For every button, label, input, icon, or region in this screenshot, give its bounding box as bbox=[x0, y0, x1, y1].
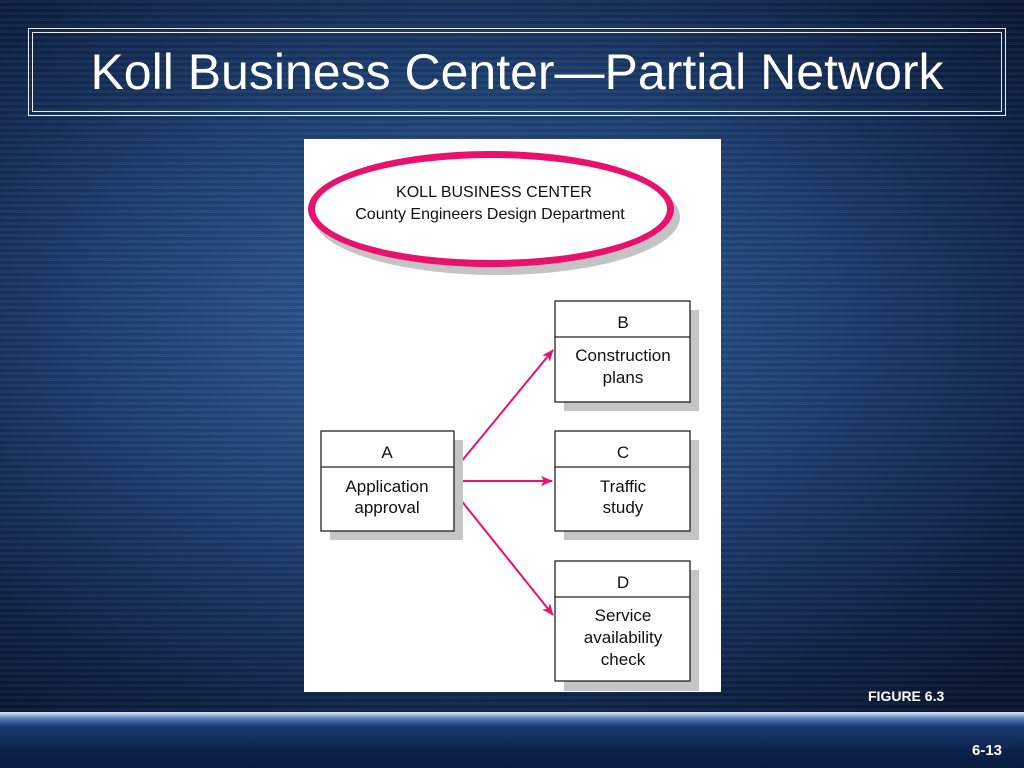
node-b: B Construction plans bbox=[554, 300, 699, 411]
edge-a-to-b bbox=[455, 349, 554, 469]
node-b-label-line1: Construction bbox=[575, 346, 670, 365]
header-title-line1: KOLL BUSINESS CENTER bbox=[396, 184, 592, 201]
node-d-label-line2: availability bbox=[584, 628, 663, 647]
edge-a-to-d bbox=[455, 493, 554, 616]
node-a-box bbox=[320, 430, 455, 532]
network-diagram: KOLL BUSINESS CENTER County Engineers De… bbox=[308, 151, 699, 691]
node-d-label-line3: check bbox=[601, 650, 646, 669]
node-c: C Traffic study bbox=[554, 430, 699, 540]
figure-label: FIGURE 6.3 bbox=[868, 688, 945, 704]
node-c-id: C bbox=[617, 443, 629, 462]
node-d-id: D bbox=[617, 573, 629, 592]
node-d-box bbox=[554, 560, 691, 682]
page-number: 6-13 bbox=[972, 742, 1003, 759]
footer-bar bbox=[0, 712, 1024, 768]
node-a-label-line1: Application bbox=[345, 477, 428, 496]
node-b-id: B bbox=[617, 313, 628, 332]
node-a-label-line2: approval bbox=[354, 498, 419, 517]
header-oval: KOLL BUSINESS CENTER County Engineers De… bbox=[308, 151, 680, 275]
edges bbox=[455, 349, 554, 616]
node-a-id: A bbox=[381, 443, 393, 462]
node-d-label-line1: Service bbox=[595, 606, 652, 625]
node-c-box bbox=[554, 430, 691, 532]
node-b-box bbox=[554, 300, 691, 403]
node-b-label-line2: plans bbox=[603, 368, 644, 387]
figure-panel: KOLL BUSINESS CENTER County Engineers De… bbox=[304, 139, 721, 692]
node-d: D Service availability check bbox=[554, 560, 699, 691]
node-c-label-line1: Traffic bbox=[600, 477, 647, 496]
node-c-label-line2: study bbox=[603, 498, 644, 517]
title-inner-frame: Koll Business Center—Partial Network bbox=[32, 32, 1002, 112]
title-frame: Koll Business Center—Partial Network bbox=[28, 28, 1006, 116]
header-oval-inner bbox=[315, 158, 667, 260]
slide-title: Koll Business Center—Partial Network bbox=[90, 44, 944, 100]
node-a: A Application approval bbox=[320, 430, 463, 540]
header-title-line2: County Engineers Design Department bbox=[355, 206, 625, 223]
